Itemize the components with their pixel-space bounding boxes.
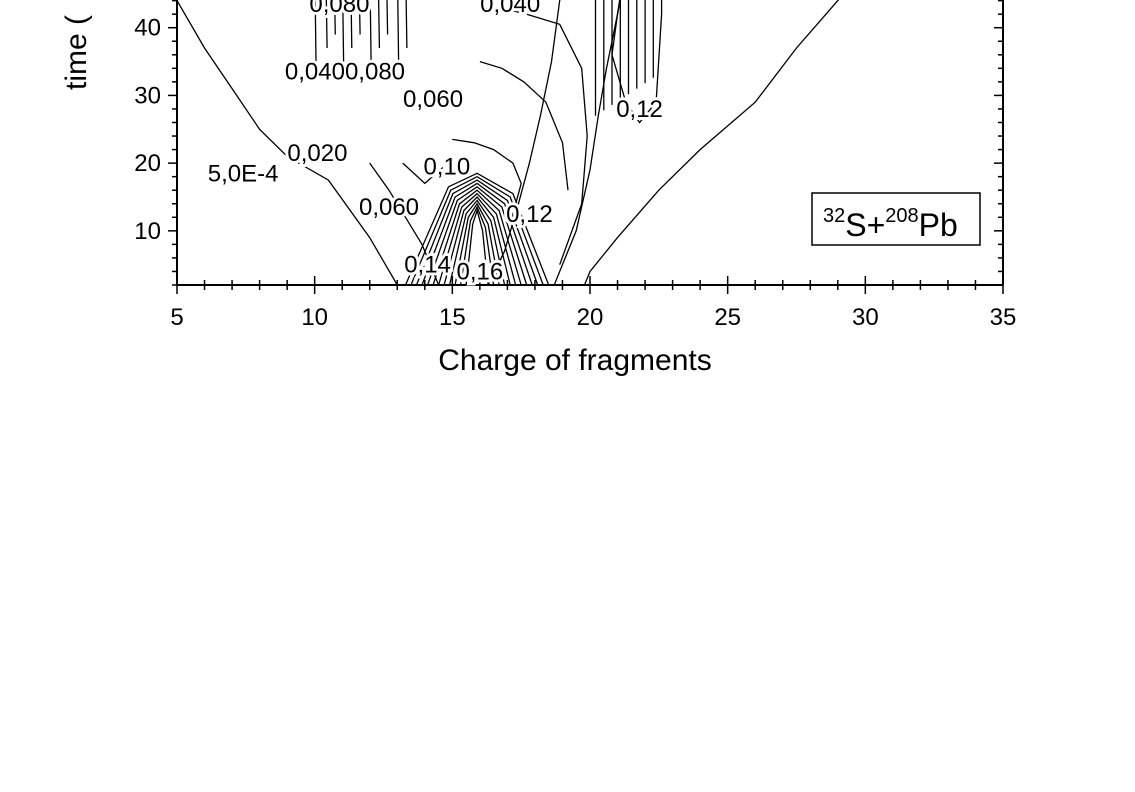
y-tick-label: 30 [134, 82, 161, 109]
x-tick-label: 5 [170, 304, 183, 331]
contour-lines [176, 0, 839, 286]
contour-label: 0,060 [359, 194, 419, 221]
x-axis-title: Charge of fragments [438, 344, 711, 377]
ridge-contour-left [369, 0, 372, 62]
peak-contour [432, 189, 522, 286]
ridge-contour-left [334, 0, 336, 35]
contour-label: 0,12 [616, 96, 663, 123]
peak-contour [437, 192, 517, 286]
contour-line-5 [402, 162, 445, 185]
ridge-contour-left [405, 0, 408, 49]
peak-contour [448, 199, 506, 286]
peak-contour [415, 179, 539, 286]
ridge-contour-left [358, 0, 361, 35]
ridge-contour-left [397, 0, 400, 62]
contour-line-4 [487, 0, 561, 286]
contour-label: 0,0400,080 [285, 59, 405, 86]
contour-line-8 [498, 6, 588, 265]
peak-contour [410, 175, 544, 286]
peak-contour [443, 196, 511, 286]
projectile-mass: 32 [823, 205, 845, 227]
ridge-contour-left [386, 0, 389, 35]
peak-contour [421, 182, 533, 286]
x-tick-label: 10 [301, 304, 328, 331]
contour-line-9 [611, 0, 663, 124]
legend-box: 32S+208Pb [811, 192, 981, 246]
plot-axes: 51015202530351020304050 [134, 0, 1016, 331]
contour-line-1 [583, 0, 839, 286]
ridge-contour-left [342, 0, 345, 62]
contour-line-6 [452, 138, 522, 218]
contour-line-0 [176, 0, 398, 286]
contour-label: 5,0E-4 [208, 160, 279, 187]
x-tick-label: 35 [990, 304, 1017, 331]
peak-contour [426, 185, 528, 286]
contour-label: 0,10 [423, 154, 470, 181]
x-tick-label: 20 [577, 304, 604, 331]
x-tick-label: 30 [852, 304, 879, 331]
projectile-symbol: S+ [845, 207, 885, 243]
ridge-contour-left [314, 0, 317, 62]
contour-label: 0,080 [309, 0, 369, 18]
ridge-contour-left [350, 0, 353, 49]
contour-label: 0,060 [403, 86, 463, 113]
contour-label: 0,020 [287, 140, 347, 167]
contour-label: 0,040 [480, 0, 540, 18]
peak-contour [454, 202, 500, 286]
y-tick-label: 20 [134, 150, 161, 177]
ridge-contour-left [377, 0, 381, 49]
target-mass: 208 [885, 205, 918, 227]
svg-text:32S+208Pb: 32S+208Pb [823, 205, 958, 243]
contour-line-7 [479, 60, 569, 191]
contour-label: 0,16 [457, 258, 504, 285]
contour-label: 0,14 [404, 252, 451, 279]
target-symbol: Pb [919, 207, 958, 243]
peak-contour [404, 172, 550, 286]
peak-contour [465, 208, 489, 286]
contour-label: 0,12 [506, 201, 553, 228]
y-tick-label: 40 [134, 15, 161, 42]
y-tick-label: 10 [134, 218, 161, 245]
x-tick-label: 15 [439, 304, 466, 331]
contour-line-2 [553, 0, 622, 286]
y-axis-title: time ( [60, 15, 93, 90]
x-tick-label: 25 [714, 304, 741, 331]
ridge-contour-left [325, 0, 328, 49]
peak-contour [459, 205, 495, 286]
contour-line-3 [369, 162, 440, 286]
